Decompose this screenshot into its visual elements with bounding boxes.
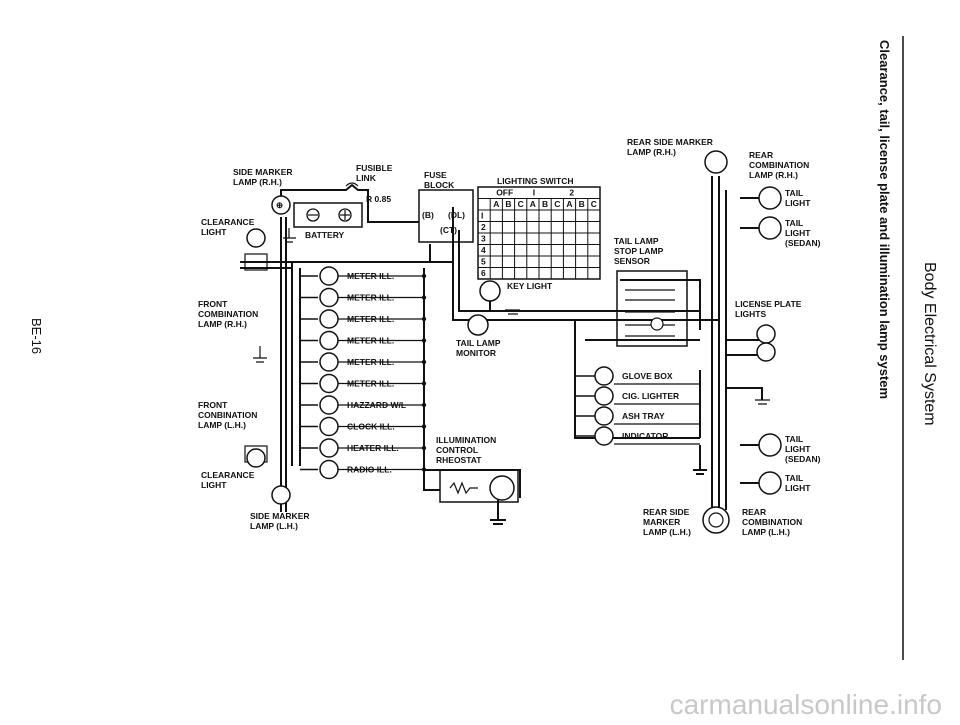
switch-position-label: 2 xyxy=(569,188,574,198)
battery xyxy=(293,202,363,228)
switch-column-label: C xyxy=(554,199,560,209)
meter-lamp-bulb xyxy=(319,416,339,437)
label-battery: BATTERY xyxy=(305,230,345,240)
switch-column-label: A xyxy=(566,199,572,209)
rear-side-marker-lamp-lh xyxy=(702,506,730,534)
fusible-link xyxy=(345,182,359,187)
meter-lamp-bulb xyxy=(319,459,339,480)
interior-lamp-label: ASH TRAY xyxy=(622,411,665,421)
interior-lamp-bulb xyxy=(594,406,614,426)
switch-column-label: A xyxy=(493,199,499,209)
fuse-label-b: (B) xyxy=(422,210,434,220)
label-key-light: KEY LIGHT xyxy=(507,281,553,291)
license-plate-lights xyxy=(756,324,776,362)
svg-text:⊕: ⊕ xyxy=(276,200,283,210)
interior-lamp-label: GLOVE BOX xyxy=(622,371,673,381)
meter-lamp-label: METER ILL. xyxy=(347,357,394,367)
interior-lamp-bulbs: GLOVE BOX CIG. LIGHTER ASH TRAY INDICATOR xyxy=(575,366,700,446)
switch-column-label: B xyxy=(505,199,511,209)
tail-lamp-monitor xyxy=(467,314,489,336)
switch-row-label: 3 xyxy=(481,234,486,244)
side-marker-lamp-lh xyxy=(271,485,291,505)
clearance-light-rh xyxy=(244,228,268,271)
meter-lamp-bulb xyxy=(319,309,339,329)
watermark-text: carmanualsonline.info xyxy=(669,689,942,720)
meter-lamp-label: METER ILL. xyxy=(347,336,394,346)
meter-lamp-bulb xyxy=(319,373,339,394)
wiring-lines xyxy=(240,176,770,525)
meter-lamp-bulb xyxy=(319,352,339,372)
meter-lamp-bulbs: METER ILL. METER ILL. METER ILL. METER ILL.… xyxy=(300,266,427,480)
meter-lamp-bulb xyxy=(319,438,339,458)
section-subtitle: Clearance, tail, license plate and illum… xyxy=(877,40,892,400)
meter-lamp-label: RADIO ILL. xyxy=(347,465,392,475)
meter-lamp-bulb xyxy=(319,266,339,286)
meter-lamp-bulb xyxy=(319,330,339,351)
switch-column-label: C xyxy=(518,199,524,209)
rear-side-marker-lamp-rh xyxy=(704,150,728,174)
switch-row-label: 2 xyxy=(481,222,486,232)
meter-lamp-bulb xyxy=(319,395,339,415)
meter-lamp-label: HEATER ILL. xyxy=(347,443,399,453)
switch-column-label: B xyxy=(542,199,548,209)
fuse-label-ct: (CT) xyxy=(440,225,457,235)
switch-position-label: OFF xyxy=(496,188,513,198)
interior-lamp-label: INDICATOR xyxy=(622,431,668,441)
switch-row-label: 4 xyxy=(481,245,486,255)
label-r085: R 0.85 xyxy=(366,194,391,204)
meter-lamp-label: METER ILL. xyxy=(347,293,394,303)
switch-position-label: I xyxy=(533,188,535,198)
fuse-label-dl: (DL) xyxy=(448,210,465,220)
meter-lamp-label: METER ILL. xyxy=(347,314,394,324)
interior-lamp-bulb xyxy=(594,366,614,386)
illumination-rheostat xyxy=(439,469,519,503)
tail-stop-lamp-sensor xyxy=(616,270,688,347)
side-marker-lamp-rh: ⊕ xyxy=(271,195,291,215)
section-title: Body Electrical System xyxy=(921,262,938,426)
switch-column-label: A xyxy=(530,199,536,209)
key-light xyxy=(479,280,501,302)
meter-lamp-bulb xyxy=(319,287,339,308)
front-comb-lamp-lh xyxy=(244,445,268,468)
page-number: BE-16 xyxy=(29,318,44,355)
switch-row-label: I xyxy=(481,211,483,221)
meter-lamp-label: METER ILL. xyxy=(347,271,394,281)
switch-row-label: 6 xyxy=(481,268,486,278)
interior-lamp-bulb xyxy=(594,386,614,406)
label-lighting-switch: LIGHTING SWITCH xyxy=(497,176,574,186)
interior-lamp-bulb xyxy=(594,426,614,446)
fuse-block xyxy=(418,189,474,243)
switch-column-label: B xyxy=(579,199,585,209)
meter-lamp-label: CLOCK ILL. xyxy=(347,422,395,432)
rear-tail-lights xyxy=(758,186,782,495)
meter-lamp-label: METER ILL. xyxy=(347,379,394,389)
switch-row-label: 5 xyxy=(481,257,486,267)
interior-lamp-label: CIG. LIGHTER xyxy=(622,391,679,401)
meter-lamp-label: HAZZARD W/L xyxy=(347,400,406,410)
switch-column-label: C xyxy=(591,199,597,209)
